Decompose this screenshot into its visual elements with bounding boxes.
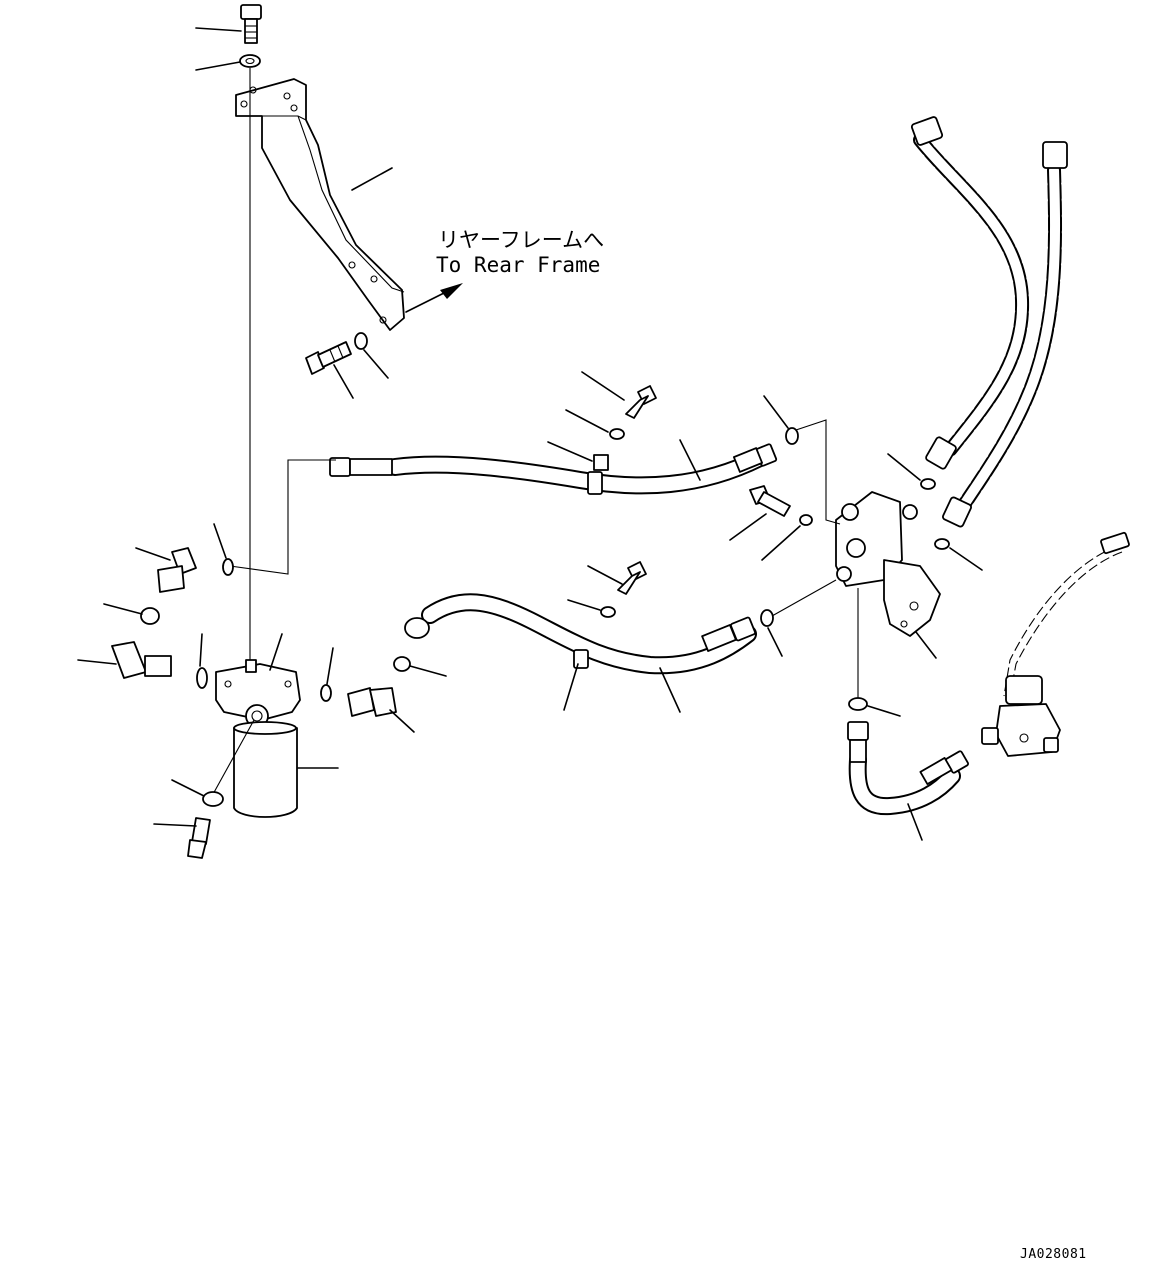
sensor	[187, 817, 211, 859]
oring-g	[934, 538, 950, 550]
leader-oring-g	[949, 547, 983, 571]
leader-fitting-left	[77, 659, 117, 665]
oring-h	[848, 697, 868, 711]
lower-hose	[404, 593, 757, 675]
clamp-upper	[593, 454, 609, 471]
leader-valve-washer	[761, 525, 801, 561]
leader-oring-c	[326, 647, 334, 685]
filter-element	[233, 721, 298, 818]
leader-top-bolt	[195, 27, 242, 32]
leader-valve-bracket	[915, 631, 937, 659]
rear-frame-annotation: リヤーフレームへ To Rear Frame	[405, 228, 604, 313]
valve-washer	[799, 514, 813, 526]
top-bolt	[240, 4, 262, 44]
leader-top-washer	[195, 61, 241, 71]
leader-oring-b	[199, 633, 203, 667]
clamp-bolt-lower	[617, 561, 647, 595]
oring-a	[222, 558, 234, 576]
oring-c	[320, 684, 332, 702]
arrow-icon	[440, 283, 463, 299]
leader-clamp-bolt-upper	[581, 371, 625, 401]
sensor-washer	[202, 791, 224, 807]
leader-elbow-left	[135, 547, 171, 561]
bracket-bolt	[305, 341, 352, 375]
clamp-washer-upper	[609, 428, 625, 440]
bracket-washer	[354, 332, 368, 350]
oring-f	[920, 478, 936, 490]
leader-oring-f	[887, 453, 921, 481]
leader-plug-right	[409, 665, 447, 677]
leader-clamp-bolt-lower	[587, 565, 623, 585]
elbow-fitting-right	[347, 687, 397, 717]
long-hose-b	[942, 141, 1068, 528]
clamp-washer-lower	[600, 606, 616, 618]
valve-bolt	[749, 485, 791, 517]
leader-clamp-upper	[547, 441, 593, 462]
axis-sensor	[211, 719, 255, 797]
leader-clamp-washer-lower	[567, 599, 601, 611]
leader-clamp-lower	[563, 663, 579, 711]
leader-upper-hose	[679, 439, 701, 481]
link-line-upper	[229, 459, 336, 575]
filter-head	[215, 659, 301, 728]
plug	[140, 607, 160, 625]
plug-right	[393, 656, 411, 672]
leader-elbow-right	[389, 709, 415, 733]
valve-bracket	[883, 559, 941, 637]
leader-oring-d	[763, 395, 789, 429]
straight-fitting-left	[111, 641, 172, 679]
mounting-bracket	[235, 78, 405, 331]
leader-filter-head	[269, 633, 283, 671]
drawing-code: JA028081	[1020, 1247, 1087, 1262]
oring-b	[196, 667, 208, 689]
leader-clamp-washer-upper	[565, 409, 609, 433]
label-jp: リヤーフレームへ	[438, 228, 604, 252]
leader-lower-hose	[659, 667, 681, 713]
top-washer	[239, 54, 261, 68]
oring-e	[760, 609, 774, 627]
clamp-bolt-upper	[625, 385, 657, 419]
leader-valve-bolt	[729, 513, 767, 541]
elbow-fitting-left	[157, 547, 197, 593]
leader-oring-a	[213, 523, 227, 559]
leader-short-hose	[907, 803, 923, 841]
label-en: To Rear Frame	[436, 253, 600, 277]
leader-oring-h	[867, 705, 901, 717]
leader-bracket-bolt	[333, 364, 354, 399]
short-hose	[847, 721, 969, 816]
leader-sensor	[153, 823, 197, 827]
oring-d	[785, 427, 799, 445]
long-hose-a	[910, 116, 1030, 470]
leader-bracket	[351, 167, 393, 191]
leader-oring-e	[767, 627, 783, 657]
leader-bracket-washer	[363, 349, 389, 379]
link-line-valve	[795, 419, 841, 525]
pressure-switch	[981, 531, 1130, 757]
leader-plug	[103, 603, 143, 615]
upper-hose	[329, 443, 778, 495]
link-line-lower-valve	[771, 579, 837, 617]
leader-sensor-washer	[171, 779, 205, 797]
